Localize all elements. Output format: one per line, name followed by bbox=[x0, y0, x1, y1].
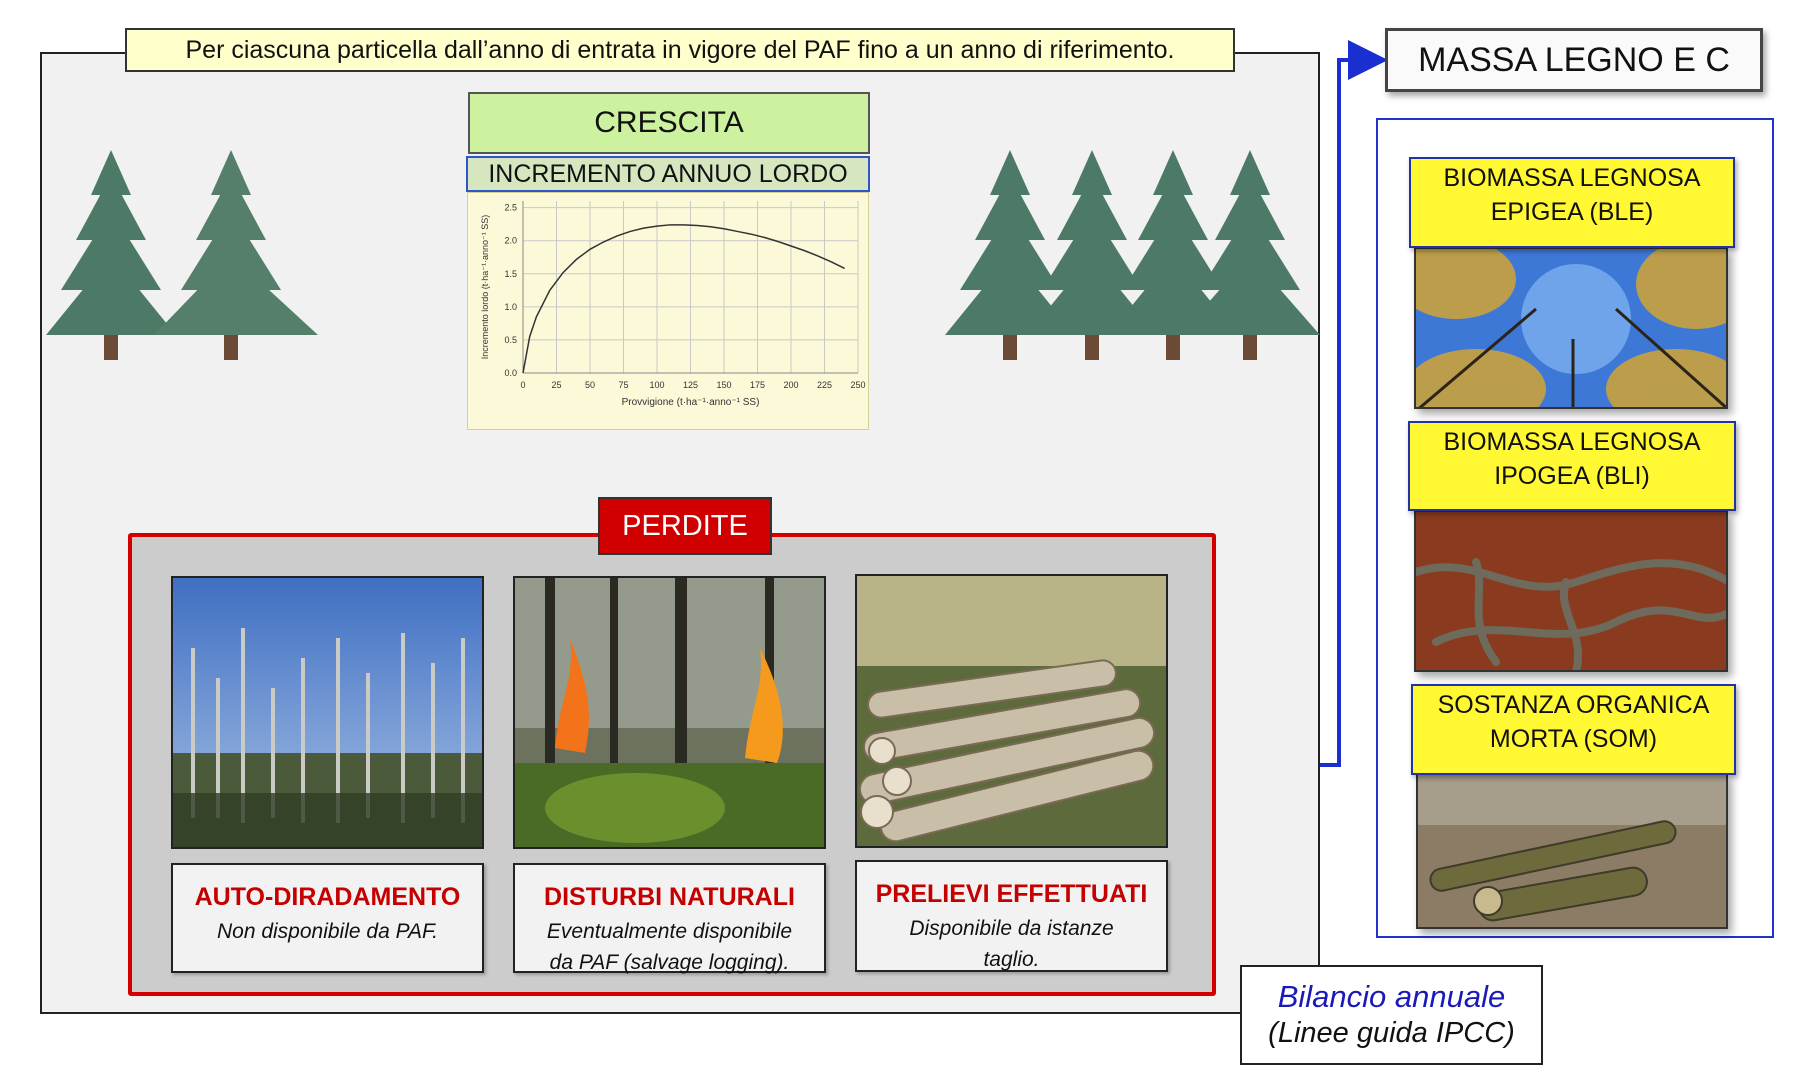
natural-disturbance-photo bbox=[513, 576, 826, 849]
x-tick-label: 200 bbox=[783, 380, 798, 390]
x-tick-label: 75 bbox=[618, 380, 628, 390]
y-tick-label: 2.5 bbox=[504, 203, 517, 213]
dead-organic-matter-line2: MORTA (SOM) bbox=[1489, 725, 1658, 753]
self-thinning-note: Non disponibile da PAF. bbox=[216, 920, 439, 943]
x-tick-label: 25 bbox=[551, 380, 561, 390]
natural-disturbance-note-line2: da PAF (salvage logging). bbox=[549, 951, 790, 974]
belowground-biomass-label: BIOMASSA LEGNOSA IPOGEA (BLI) bbox=[1408, 421, 1736, 511]
annual-balance-subtitle: (Linee guida IPCC) bbox=[1268, 1017, 1515, 1049]
final-stand-trees bbox=[945, 150, 1320, 360]
belowground-biomass-photo bbox=[1414, 510, 1728, 672]
natural-disturbance-note: Eventualmente disponibile da PAF (salvage… bbox=[515, 916, 824, 978]
y-tick-label: 0.0 bbox=[504, 368, 517, 378]
natural-disturbance-card: DISTURBI NATURALI Eventualmente disponib… bbox=[513, 863, 826, 974]
growth-subtitle: INCREMENTO ANNUO LORDO bbox=[466, 156, 870, 192]
x-tick-label: 50 bbox=[585, 380, 595, 390]
wood-carbon-title: MASSA LEGNO E C bbox=[1385, 28, 1763, 92]
y-tick-label: 0.5 bbox=[504, 335, 517, 345]
self-thinning-card: AUTO-DIRADAMENTO Non disponibile da PAF. bbox=[171, 863, 484, 973]
x-tick-label: 0 bbox=[520, 380, 525, 390]
dead-organic-matter-photo bbox=[1416, 773, 1728, 929]
natural-disturbance-note-line1: Eventualmente disponibile bbox=[546, 920, 793, 943]
belowground-biomass-line1: BIOMASSA LEGNOSA bbox=[1443, 428, 1701, 456]
harvest-note-line2: taglio. bbox=[983, 948, 1040, 971]
aboveground-biomass-line2: EPIGEA (BLE) bbox=[1490, 198, 1654, 226]
self-thinning-title: AUTO-DIRADAMENTO bbox=[194, 883, 461, 911]
aboveground-biomass-line1: BIOMASSA LEGNOSA bbox=[1443, 164, 1701, 192]
growth-curve-chart: 0 25 50 75 100 125 150 175 200 225 250 0.0 0.5 1.0 1.5… bbox=[467, 192, 869, 430]
x-tick-label: 225 bbox=[817, 380, 832, 390]
belowground-biomass-line2: IPOGEA (BLI) bbox=[1494, 462, 1650, 490]
x-tick-label: 175 bbox=[750, 380, 765, 390]
tree-icon bbox=[945, 150, 1075, 360]
x-tick-label: 250 bbox=[850, 380, 865, 390]
harvest-note-line1: Disponibile da istanze bbox=[909, 917, 1114, 940]
harvest-title: PRELIEVI EFFETTUATI bbox=[875, 880, 1148, 908]
y-tick-label: 2.0 bbox=[504, 236, 517, 246]
self-thinning-photo bbox=[171, 576, 484, 849]
chart-canvas: 0 25 50 75 100 125 150 175 200 225 250 0.0 0.5 1.0 1.5… bbox=[480, 201, 866, 408]
annual-balance-box: Bilancio annuale (Linee guida IPCC) bbox=[1240, 965, 1543, 1065]
y-tick-label: 1.0 bbox=[504, 302, 517, 312]
aboveground-biomass-photo bbox=[1414, 247, 1728, 409]
x-axis-label: Provvigione (t·ha⁻¹·anno⁻¹ SS) bbox=[622, 397, 760, 408]
dead-organic-matter-label: SOSTANZA ORGANICA MORTA (SOM) bbox=[1411, 684, 1736, 775]
tree-icon bbox=[46, 150, 176, 360]
growth-curve-line bbox=[522, 224, 845, 374]
harvest-photo bbox=[855, 574, 1168, 848]
y-tick-label: 1.5 bbox=[504, 269, 517, 279]
dead-organic-matter-line1: SOSTANZA ORGANICA bbox=[1437, 691, 1710, 719]
x-tick-label: 150 bbox=[716, 380, 731, 390]
aboveground-biomass-label: BIOMASSA LEGNOSA EPIGEA (BLE) bbox=[1409, 157, 1735, 248]
losses-title: PERDITE bbox=[598, 497, 772, 555]
tree-icon bbox=[154, 150, 318, 360]
tree-icon bbox=[1180, 150, 1320, 360]
y-axis-label: Incremento lordo (t·ha⁻¹·anno⁻¹ SS) bbox=[480, 215, 490, 360]
growth-title: CRESCITA bbox=[468, 92, 870, 154]
natural-disturbance-title: DISTURBI NATURALI bbox=[544, 883, 795, 911]
harvest-note: Disponibile da istanze taglio. bbox=[857, 913, 1166, 975]
x-tick-label: 100 bbox=[649, 380, 664, 390]
harvest-card: PRELIEVI EFFETTUATI Disponibile da istan… bbox=[855, 860, 1168, 972]
period-note: Per ciascuna particella dall’anno di ent… bbox=[125, 28, 1235, 72]
annual-balance-title: Bilancio annuale bbox=[1277, 979, 1506, 1014]
initial-stand-trees bbox=[46, 150, 318, 360]
x-tick-label: 125 bbox=[683, 380, 698, 390]
